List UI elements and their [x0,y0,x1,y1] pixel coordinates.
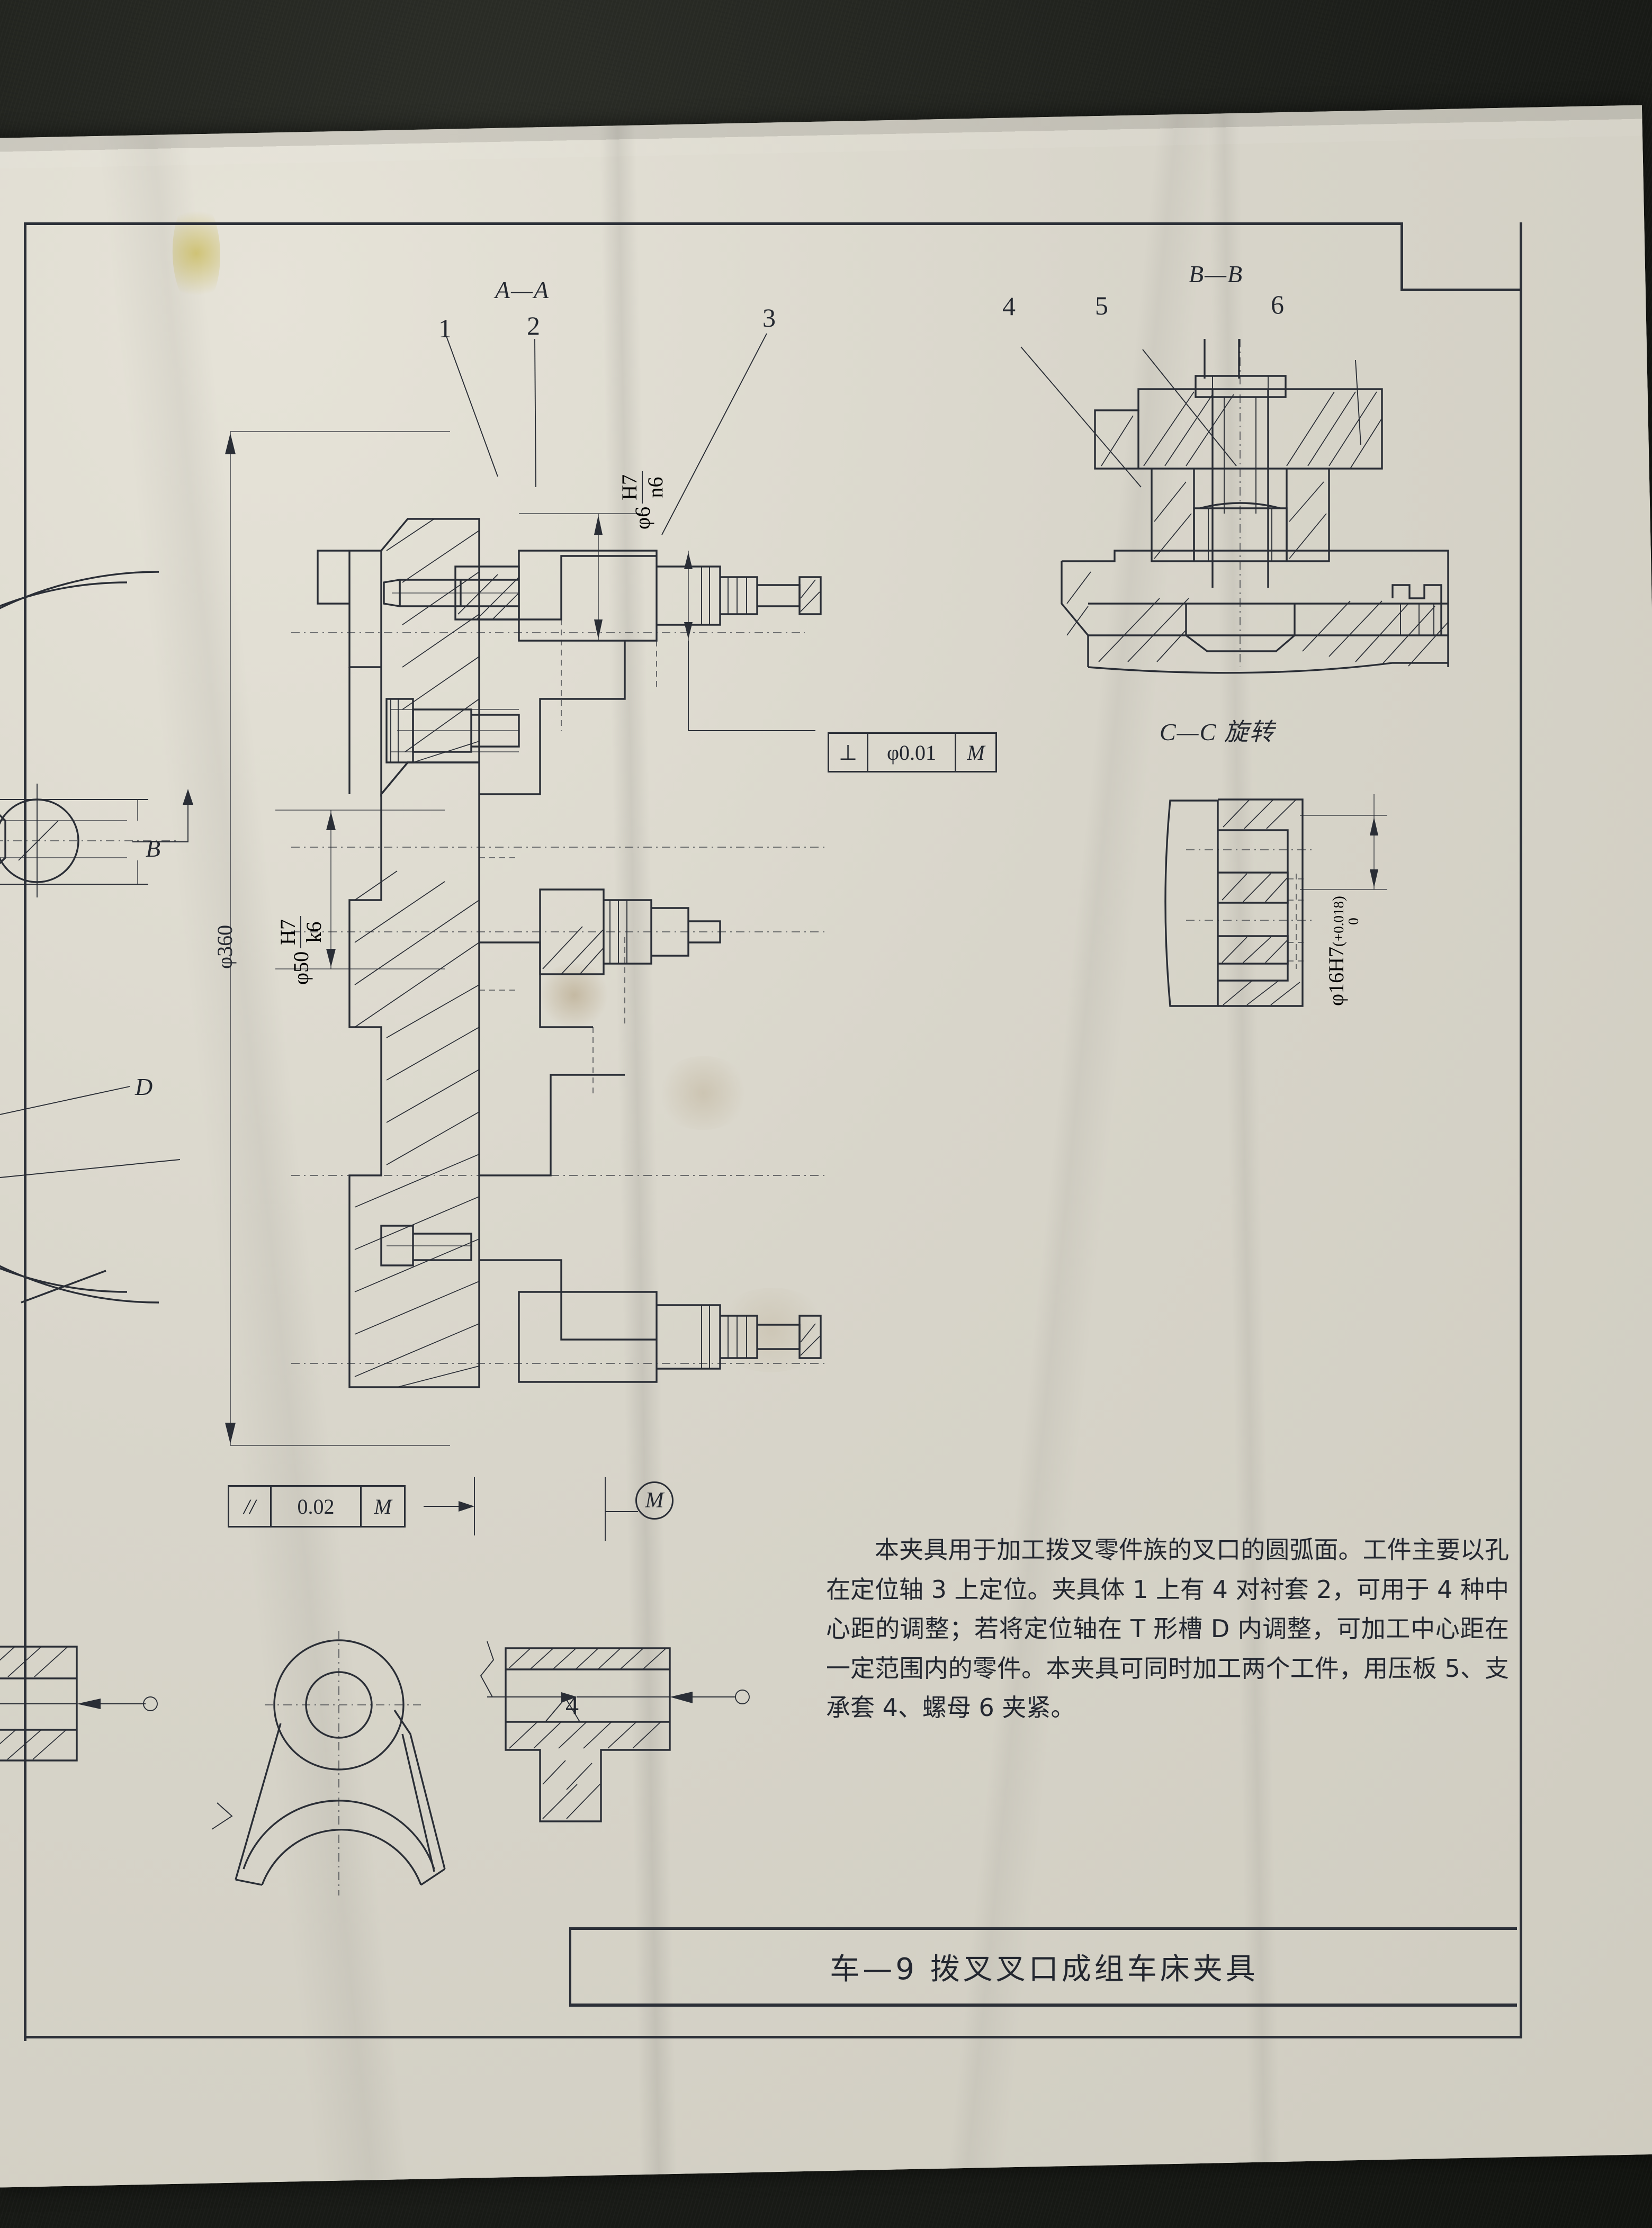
notes-text: 本夹具用于加工拨叉零件族的叉口的圆弧面。工件主要以孔在定位轴 3 上定位。夹具体… [826,1535,1509,1722]
perp-value: φ0.01 [868,734,956,771]
dimension-dia16-tol-lower: 0 [1345,918,1362,925]
detail-balloon-right-4: 4 [565,1690,579,1720]
detail-support-bush-left [0,1646,158,1762]
datum-m-tick [605,1477,638,1541]
parallelism-leader [424,1477,475,1535]
dimension-dia6-fit-bottom: n6 [643,477,667,498]
tolerance-frame-perpendicularity: ⊥ φ0.01 M [828,732,997,772]
dimension-dia6-fit-top: H7 [617,471,643,504]
view-label-a-a: A—A [495,276,550,303]
dimension-dia16-tol-upper: +0.018 [1331,901,1346,942]
balloon-6: 6 [1271,290,1284,319]
title-block: 车—9 拨叉叉口成组车床夹具 [569,1927,1517,2007]
detail-fork-workpiece [211,1631,446,1895]
dimension-dia50-fit-top: H7 [275,916,301,948]
balloon-2: 2 [527,311,540,340]
dimension-dia50-fit-bottom: k6 [302,921,326,943]
title-block-text: 车—9 拨叉叉口成组车床夹具 [830,1952,1259,1987]
section-cc-drawing [1164,794,1387,1007]
perp-symbol: ⊥ [829,734,868,771]
perp-datum: M [967,740,985,765]
tolerance-frame-parallelism: // 0.02 M [228,1485,406,1528]
dimension-dia50-value: φ50 [289,951,313,985]
view-label-c-c: C—C 旋转 [1160,718,1275,745]
view-label-b-b: B—B [1189,260,1244,288]
para-value: 0.02 [272,1487,362,1526]
para-symbol: // [229,1487,272,1526]
datum-label-d: D [135,1073,154,1100]
dimension-dia16-group: φ16H7 ( +0.018 0 ) [1324,896,1362,1006]
balloon-4: 4 [1002,291,1016,321]
dimension-dia6-group: φ6 H7 n6 [617,471,668,529]
datum-label-b: B [146,835,162,862]
datum-m-label: M [645,1488,664,1513]
dimension-dia50-group: φ50 H7 k6 [275,916,326,985]
balloon-3: 3 [762,303,776,333]
para-datum: M [374,1494,392,1519]
balloon-leaders-bb [1020,346,1361,488]
left-partial-face-view [0,571,181,1304]
balloon-5: 5 [1095,291,1108,320]
balloon-1: 1 [438,313,452,343]
datum-arrow-b [132,789,193,842]
dimension-dia16-value: φ16H7 [1324,947,1348,1006]
dimension-dia360: φ360 [213,924,237,969]
datum-leader-d [0,1086,130,1115]
section-bb-drawing [1061,339,1449,674]
detail-support-bush-right [480,1641,750,1822]
balloon-leaders-aa [446,333,767,535]
dimension-dia6-value: φ6 [630,506,654,529]
main-section-aa [225,431,826,1446]
datum-symbol-m: M [635,1481,674,1520]
